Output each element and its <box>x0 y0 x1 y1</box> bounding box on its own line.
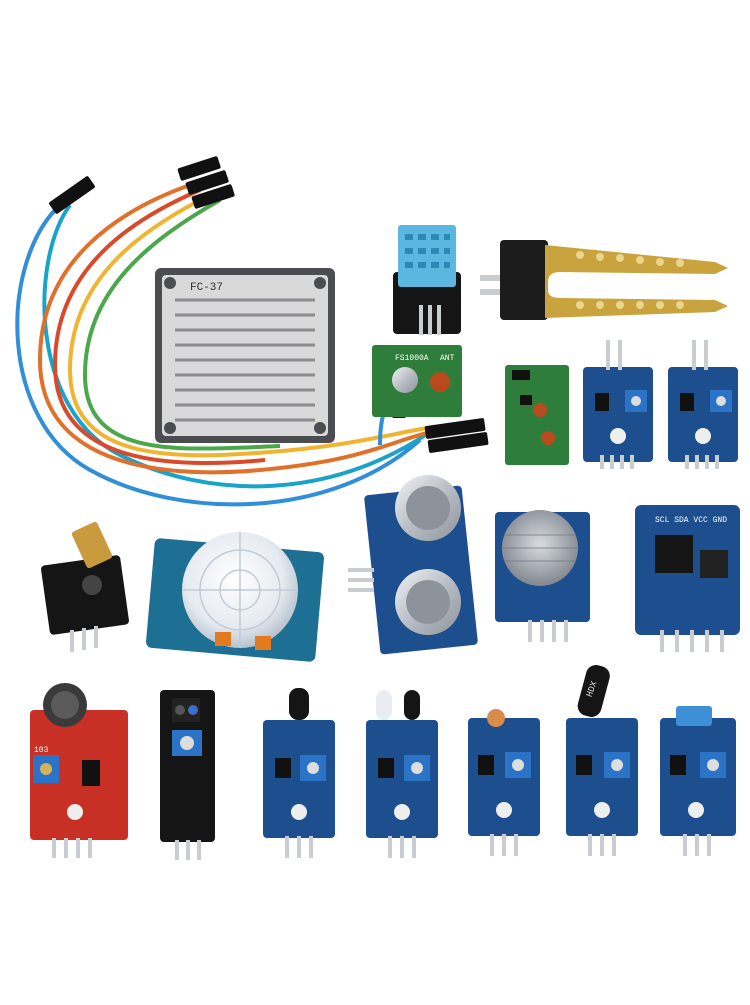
rf-transmitter-module: FS1000A ANT <box>372 345 462 417</box>
rf-tx-label: FS1000A <box>395 354 429 363</box>
rf-ant-label: ANT <box>440 354 455 363</box>
blue-module-a <box>583 340 653 469</box>
tilt-sensor-module: HDX <box>566 664 638 856</box>
pir-motion-sensor <box>146 532 324 662</box>
soil-moisture-probe <box>480 240 728 320</box>
dht11-module <box>393 225 461 335</box>
gas-sensor-module <box>495 510 590 642</box>
blue-module-b <box>668 340 738 469</box>
ultrasonic-sensor <box>348 475 478 655</box>
jumper-wires <box>15 183 451 507</box>
rtc-module: SCL SDA VCC GND <box>635 505 740 652</box>
light-sensor-module <box>468 709 540 856</box>
rain-board-label: FC-37 <box>190 282 223 294</box>
line-tracking-module <box>160 690 215 860</box>
sound-sensor-module: 103 <box>30 683 128 858</box>
ir-obstacle-module <box>366 690 438 858</box>
laser-module <box>41 521 129 652</box>
rf-receiver-module <box>505 365 569 465</box>
rtc-pins-label: SCL SDA VCC GND <box>655 516 727 525</box>
sound-pot-label: 103 <box>34 746 49 755</box>
flame-sensor-module <box>263 688 335 858</box>
rain-sensor-board: FC-37 <box>155 268 335 443</box>
vibration-sensor-module <box>660 706 736 856</box>
